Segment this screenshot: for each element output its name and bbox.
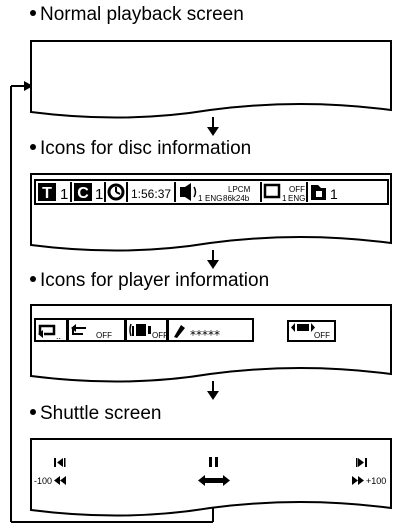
pause-icon xyxy=(209,457,218,467)
rewind-speed: -100 xyxy=(34,476,52,486)
angle-icon xyxy=(311,185,326,200)
slow-forward-icon xyxy=(356,458,367,467)
heading-shuttle-screen: Shuttle screen xyxy=(30,403,161,425)
surround-icon xyxy=(129,323,151,337)
bullet-icon xyxy=(30,408,36,415)
chapter-icon: C xyxy=(74,183,92,202)
svg-text:C: C xyxy=(77,185,89,202)
title-number: 1 xyxy=(60,186,68,203)
audio-language: ENG xyxy=(205,194,222,203)
audio-channel: 1 xyxy=(198,194,203,203)
bullet-icon xyxy=(30,275,36,282)
audio-format: 86k24b xyxy=(223,194,250,203)
surround-state: OFF xyxy=(152,331,168,340)
subtitle-state: OFF xyxy=(289,185,305,194)
marker-icon xyxy=(174,325,185,338)
bullet-icon xyxy=(30,9,36,16)
down-arrow-icon xyxy=(207,250,219,269)
shuttle-screen: -100 +100 xyxy=(30,438,392,517)
audio-type: LPCM xyxy=(228,185,251,194)
dialogue-enhancer-state: OFF xyxy=(314,331,330,340)
subtitle-icon xyxy=(263,183,281,199)
rewind-icon xyxy=(54,476,66,485)
chapter-number: 1 xyxy=(95,186,103,203)
clock-icon xyxy=(107,183,125,201)
ab-repeat-icon xyxy=(71,324,86,335)
angle-number: 1 xyxy=(330,186,338,202)
subtitle-language: ENG xyxy=(288,194,305,203)
repeat-dots: .. xyxy=(56,331,61,341)
dialogue-enhancer-icon xyxy=(291,323,315,332)
down-arrow-icon xyxy=(207,381,219,400)
shuttle-dial-icon xyxy=(198,475,230,486)
ab-repeat-state: OFF xyxy=(96,331,112,340)
subtitle-channel: 1 xyxy=(282,194,287,203)
title-icon: T xyxy=(38,183,56,202)
elapsed-time: 1:56:37 xyxy=(131,187,171,201)
disc-information-screen: T 1 C 1 1:56:37 1 ENG LPCM 86k24b OFF 1 … xyxy=(30,173,392,252)
svg-text:T: T xyxy=(42,185,52,202)
marker-stars: ***** xyxy=(190,328,220,342)
heading-normal-playback: Normal playback screen xyxy=(30,4,244,26)
repeat-icon xyxy=(38,324,56,338)
heading-player-information: Icons for player information xyxy=(30,270,269,292)
down-arrow-icon xyxy=(207,117,219,136)
heading-disc-information: Icons for disc information xyxy=(30,138,251,160)
fast-forward-icon xyxy=(352,476,364,485)
bullet-icon xyxy=(30,143,36,150)
audio-icon xyxy=(180,183,197,201)
player-information-screen: .. OFF OFF ***** OFF xyxy=(30,304,392,383)
fast-forward-speed: +100 xyxy=(366,476,386,486)
normal-playback-screen xyxy=(30,40,392,119)
slow-rewind-icon xyxy=(54,458,66,467)
